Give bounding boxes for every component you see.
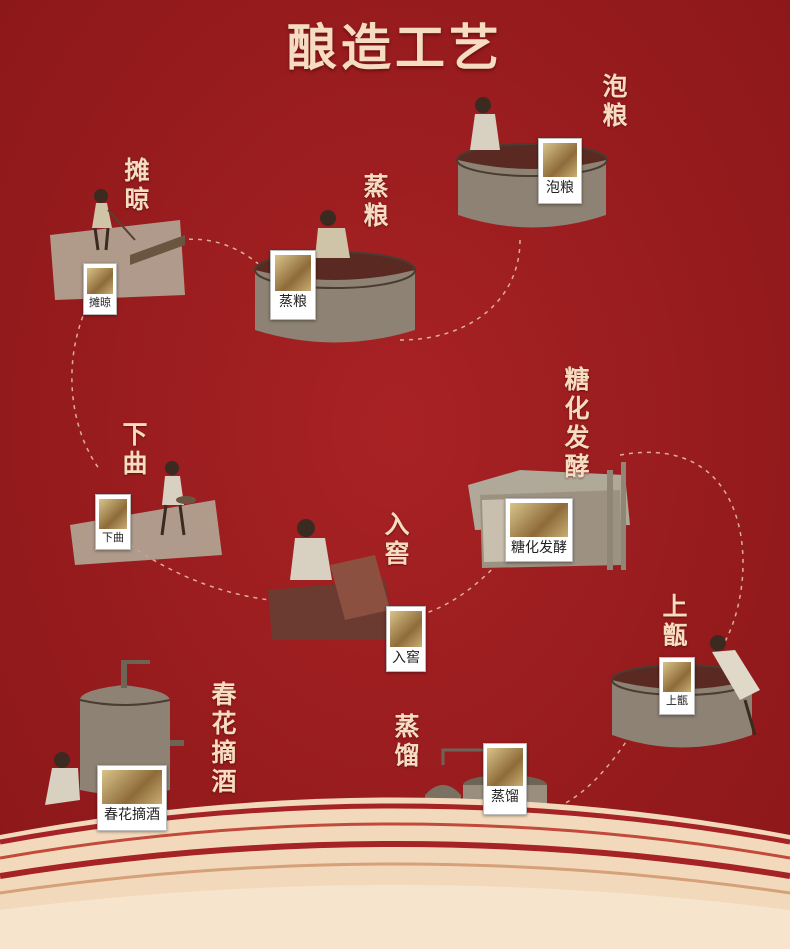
step-photo <box>543 143 577 177</box>
step-label-rujiao: 入窖 <box>384 510 410 568</box>
step-photo <box>87 268 113 294</box>
step-caption: 入窖 <box>392 650 420 666</box>
process-path <box>71 238 744 841</box>
step-label-tanghua: 糖化发酵 <box>564 365 590 481</box>
step-card-zhengliu: 蒸馏 <box>483 743 527 815</box>
step-card-tanghua: 糖化发酵 <box>505 498 573 562</box>
step-illustration-rujiao <box>268 519 395 640</box>
step-caption: 糖化发酵 <box>511 540 567 556</box>
step-card-shangzeng: 上甑 <box>659 657 695 715</box>
step-card-tanliang: 摊晾 <box>83 263 117 315</box>
step-card-zhengliang: 蒸粮 <box>270 250 316 320</box>
step-label-xiaqu: 下曲 <box>122 420 148 478</box>
step-card-rujiao: 入窖 <box>386 606 426 672</box>
step-caption: 下曲 <box>102 531 124 544</box>
step-photo <box>99 499 127 529</box>
step-caption: 摊晾 <box>89 296 111 309</box>
step-caption: 蒸粮 <box>279 294 307 310</box>
step-photo <box>510 503 568 537</box>
step-illustration-paoliang <box>456 97 608 228</box>
step-card-xiaqu: 下曲 <box>95 494 131 550</box>
step-label-chunhua: 春花摘酒 <box>211 680 237 796</box>
step-label-zhengliu: 蒸馏 <box>394 712 420 770</box>
step-label-paoliang: 泡粮 <box>602 72 628 130</box>
step-photo <box>390 611 422 647</box>
step-card-paoliang: 泡粮 <box>538 138 582 204</box>
step-caption: 上甑 <box>666 694 688 707</box>
page-title: 酿造工艺 <box>287 19 503 77</box>
step-label-shangzeng: 上甑 <box>662 592 688 650</box>
step-caption: 蒸馏 <box>491 789 519 805</box>
decorative-waves <box>0 797 790 949</box>
step-photo <box>102 770 162 804</box>
step-caption: 春花摘酒 <box>104 807 160 823</box>
step-photo <box>275 255 311 291</box>
step-label-tanliang: 摊晾 <box>124 156 150 214</box>
step-label-zhengliang: 蒸粮 <box>363 172 389 230</box>
step-card-chunhua: 春花摘酒 <box>97 765 167 831</box>
step-photo <box>487 748 523 786</box>
step-illustration-tanliang <box>50 189 185 300</box>
step-photo <box>663 662 691 692</box>
step-caption: 泡粮 <box>546 180 574 196</box>
